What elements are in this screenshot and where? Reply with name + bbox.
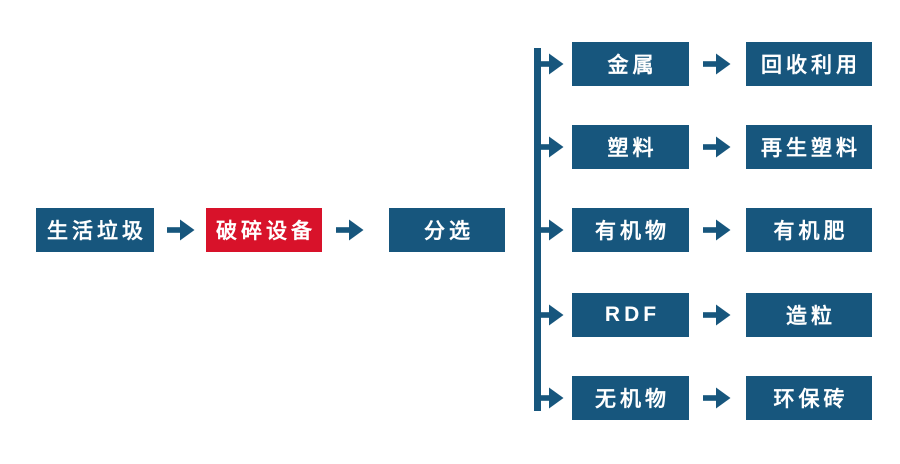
branch-arrow-icon <box>536 219 564 241</box>
branch-arrow-icon <box>536 136 564 158</box>
arrow-right-icon <box>703 219 731 241</box>
node-recycling: 回收利用 <box>746 42 872 86</box>
node-plastic: 塑料 <box>572 125 689 169</box>
node-eco-brick: 环保砖 <box>746 376 872 420</box>
node-metal: 金属 <box>572 42 689 86</box>
node-granulation: 造粒 <box>746 293 872 337</box>
node-crushing-equipment: 破碎设备 <box>206 208 322 252</box>
branch-arrow-icon <box>536 304 564 326</box>
node-organic-fertilizer: 有机肥 <box>746 208 872 252</box>
arrow-right-icon <box>703 53 731 75</box>
arrow-right-icon <box>703 136 731 158</box>
arrow-right-icon <box>703 304 731 326</box>
arrow-right-icon <box>703 387 731 409</box>
arrow-right-icon <box>167 219 195 241</box>
node-rdf: RDF <box>572 293 689 337</box>
arrow-right-icon <box>336 219 364 241</box>
branch-arrow-icon <box>536 387 564 409</box>
node-sorting: 分选 <box>389 208 505 252</box>
node-inorganics: 无机物 <box>572 376 689 420</box>
node-organics: 有机物 <box>572 208 689 252</box>
node-household-waste: 生活垃圾 <box>36 208 154 252</box>
node-recycled-plastic: 再生塑料 <box>746 125 872 169</box>
branch-arrow-icon <box>536 53 564 75</box>
